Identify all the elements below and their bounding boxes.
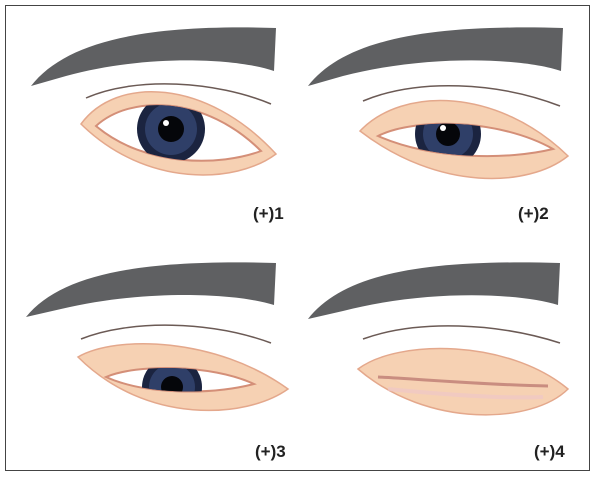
eye-panel-2: (+)2: [298, 6, 588, 239]
upper-lid-crease: [81, 325, 271, 343]
pupil: [158, 116, 184, 142]
grade-label-3: (+)3: [255, 442, 286, 462]
eyebrow: [31, 27, 276, 86]
eye-panel-3: (+)3: [6, 239, 296, 472]
eye-highlight: [163, 120, 169, 126]
eyebrow: [308, 27, 563, 86]
figure-frame: (+)1 (+)2: [5, 5, 590, 471]
eyebrow: [308, 262, 560, 319]
upper-lid-crease: [363, 326, 560, 343]
eye-panel-4: (+)4: [298, 239, 588, 472]
eye-illustration-grade-4: [298, 239, 588, 472]
eye-highlight: [440, 125, 446, 131]
grade-label-1: (+)1: [253, 204, 284, 224]
eye-panel-1: (+)1: [6, 6, 296, 239]
pupil: [436, 122, 460, 146]
grade-label-4: (+)4: [534, 442, 565, 462]
eyebrow: [26, 262, 276, 317]
grade-label-2: (+)2: [518, 204, 549, 224]
eye-illustration-grade-3: [6, 239, 296, 472]
